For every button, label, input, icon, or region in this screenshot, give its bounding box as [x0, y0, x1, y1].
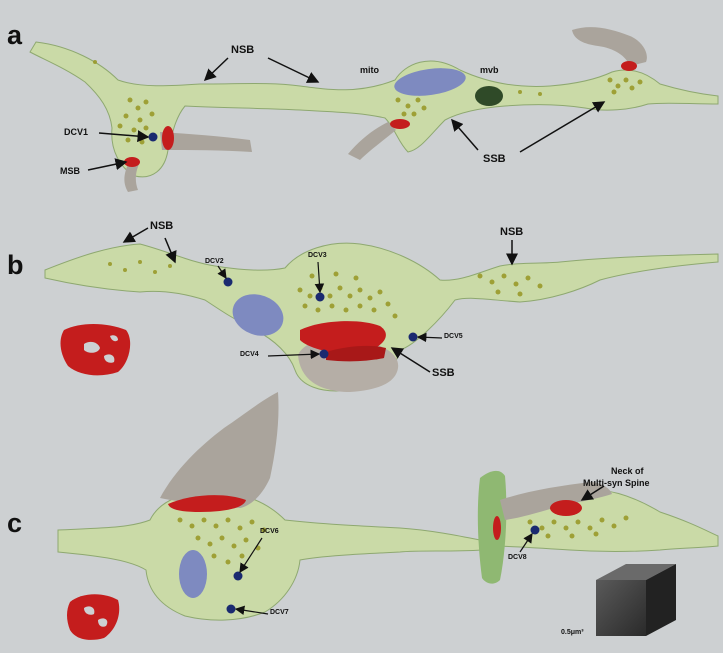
label-nsb-b-left: NSB: [150, 220, 173, 232]
psd-a-2: [124, 157, 140, 167]
dcv5-dot: [409, 333, 418, 342]
label-dcv4: DCV4: [240, 351, 259, 358]
dendrite-slab-c: [478, 471, 507, 584]
mvb-a: [475, 86, 503, 106]
label-dcv5: DCV5: [444, 333, 463, 340]
psd-a-3: [390, 119, 410, 129]
label-nsb-b-right: NSB: [500, 226, 523, 238]
label-dcv3: DCV3: [308, 252, 327, 259]
label-msb: MSB: [60, 166, 80, 176]
mitochondrion-c: [179, 550, 207, 598]
dcv8-dot: [531, 526, 540, 535]
dcv3-dot: [316, 293, 325, 302]
label-dcv2: DCV2: [205, 258, 224, 265]
panel-letter-a: a: [7, 20, 22, 51]
label-scale: 0.5μm³: [561, 629, 584, 636]
label-nsb-a: NSB: [231, 44, 254, 56]
label-neck-line1: Neck of: [611, 466, 644, 476]
dcv4-dot: [320, 350, 329, 359]
label-ssb-a: SSB: [483, 153, 506, 165]
label-neck-line2: Multi-syn Spine: [583, 478, 650, 488]
psd-a-1: [162, 126, 174, 150]
psd-c-3: [493, 516, 501, 540]
psd-a-4: [621, 61, 637, 71]
scale-cube: [596, 564, 676, 636]
dcv2-dot: [224, 278, 233, 287]
label-dcv7: DCV7: [270, 609, 289, 616]
dcv6-dot: [234, 572, 243, 581]
dcv1-dot: [149, 133, 158, 142]
label-dcv8: DCV8: [508, 554, 527, 561]
label-mito: mito: [360, 65, 379, 75]
label-ssb-b: SSB: [432, 367, 455, 379]
panel-letter-c: c: [7, 508, 22, 539]
label-dcv6: DCV6: [260, 528, 279, 535]
label-dcv1: DCV1: [64, 127, 88, 137]
label-mvb: mvb: [480, 65, 499, 75]
dcv7-dot: [227, 605, 236, 614]
psd-c-2: [550, 500, 582, 516]
panel-letter-b: b: [7, 250, 24, 281]
